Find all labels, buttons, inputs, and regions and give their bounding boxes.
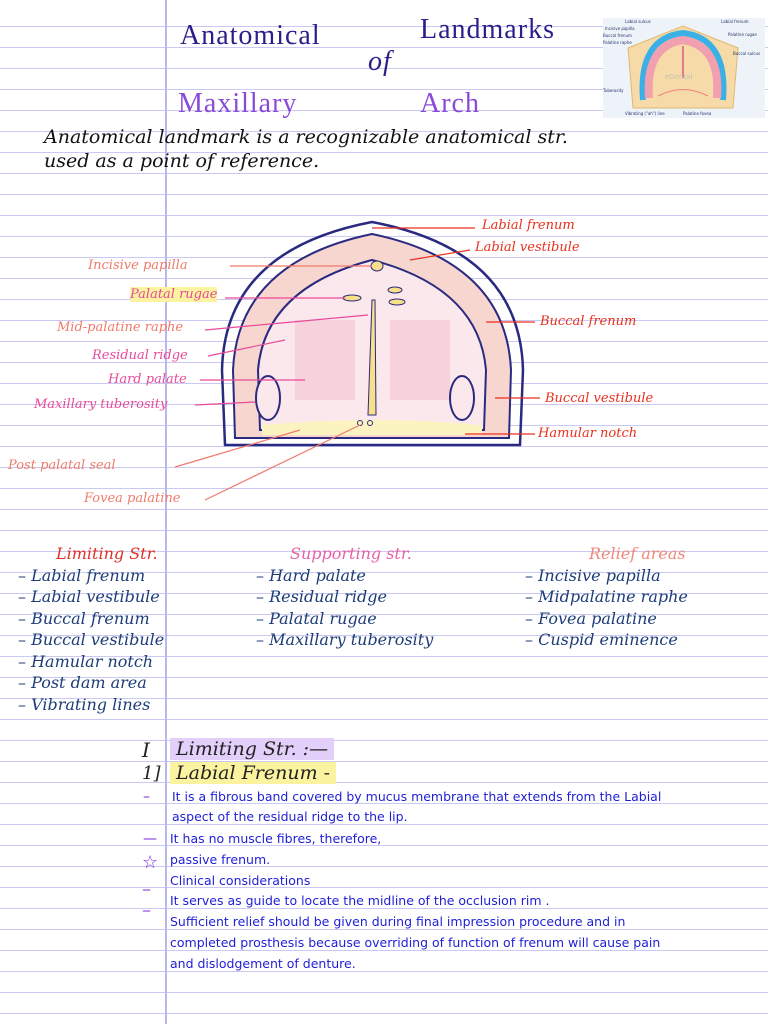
list-item: – Labial frenum	[18, 565, 146, 585]
label-maxillary-tuberosity: Maxillary tuberosity	[34, 397, 168, 412]
label-buccal-frenum: Buccal frenum	[540, 314, 637, 329]
note-line: aspect of the residual ridge to the lip.	[172, 809, 408, 824]
bullet-dash: _	[143, 875, 150, 891]
note-line: It is a fibrous band covered by mucus me…	[172, 789, 662, 804]
bullet-dash: —	[143, 831, 157, 847]
thumb-label: Labial sulcus	[625, 19, 651, 24]
subsection-number: 1]	[142, 763, 161, 784]
label-palatal-rugae: Palatal rugae	[130, 287, 218, 302]
notebook-margin-line	[165, 0, 167, 1024]
note-line: It serves as guide to locate the midline…	[170, 893, 550, 908]
label-fovea-palatine: Fovea palatine	[84, 491, 181, 506]
note-line: Clinical considerations	[170, 873, 311, 888]
maxillary-arch-diagram	[174, 220, 540, 501]
note-line: Sufficient relief should be given during…	[170, 914, 626, 929]
label-labial-vestibule: Labial vestibule	[475, 240, 580, 255]
thumb-label: Buccal frenum	[603, 33, 632, 38]
list-item: – Palatal rugae	[256, 608, 377, 628]
star-icon: ☆	[142, 852, 159, 873]
label-post-palatal-seal: Post palatal seal	[8, 458, 116, 473]
list-item: – Residual ridge	[256, 587, 387, 606]
label-hard-palate: Hard palate	[108, 372, 187, 387]
title-maxillary: Maxillary	[178, 88, 298, 119]
list-item: – Hard palate	[256, 565, 366, 585]
bullet-dash: –	[143, 789, 150, 805]
title-landmarks: Landmarks	[420, 14, 555, 45]
thumb-label: Vibrating ("ah") line	[625, 111, 665, 116]
list-item: – Fovea palatine	[525, 608, 657, 628]
supporting-structures-column: Supporting str. – Hard palate – Residual…	[256, 543, 433, 651]
list-item: – Cuspid eminence	[525, 630, 678, 649]
title-anatomical: Anatomical	[180, 20, 321, 51]
section-heading: Limiting Str. :—	[170, 738, 335, 760]
column-heading: Relief areas	[589, 544, 686, 563]
list-item: – Maxillary tuberosity	[256, 630, 434, 649]
thumb-label: Tuberosity	[603, 88, 624, 93]
subsection-heading: Labial Frenum -	[170, 762, 337, 784]
list-item: – Vibrating lines	[18, 694, 151, 714]
list-item: – Incisive papilla	[525, 565, 661, 585]
list-item: – Post dam area	[18, 673, 147, 692]
definition-line-1: Anatomical landmark is a recognizable an…	[44, 126, 568, 148]
bullet-dash: _	[143, 896, 150, 912]
reference-thumbnail-image: Labial sulcus Incisive papilla Buccal fr…	[603, 18, 765, 118]
list-item: – Hamular notch	[18, 651, 154, 671]
column-heading: Limiting Str.	[56, 544, 158, 563]
label-residual-ridge: Residual ridge	[92, 348, 188, 363]
label-incisive-papilla: Incisive papilla	[88, 258, 188, 273]
thumb-label: Palatine fovea	[683, 111, 712, 116]
note-line: It has no muscle fibres, therefore,	[170, 831, 382, 846]
note-line: completed prosthesis because overriding …	[170, 935, 661, 950]
column-heading: Supporting str.	[290, 544, 412, 563]
section-numeral: I	[142, 738, 150, 762]
relief-areas-column: Relief areas – Incisive papilla – Midpal…	[525, 543, 688, 651]
title-arch: Arch	[420, 88, 480, 119]
limiting-structures-column: Limiting Str. – Labial frenum – Labial v…	[18, 543, 164, 715]
thumb-label: Buccal sulcus	[733, 51, 761, 56]
list-item: – Buccal vestibule	[18, 630, 165, 649]
label-labial-frenum: Labial frenum	[482, 218, 575, 233]
note-line: and dislodgement of denture.	[170, 956, 356, 971]
thumb-label: Incisive papilla	[605, 26, 635, 31]
label-buccal-vestibule: Buccal vestibule	[545, 391, 654, 406]
list-item: – Buccal frenum	[18, 608, 150, 628]
definition-line-2: used as a point of reference.	[44, 150, 320, 172]
title-of: of	[368, 46, 392, 77]
thumb-watermark: eDental	[665, 73, 693, 81]
thumb-label: Labial frenum	[721, 19, 749, 24]
list-item: – Labial vestibule	[18, 587, 160, 606]
note-line: passive frenum.	[170, 852, 271, 867]
thumb-label: Palatine rugae	[728, 32, 757, 37]
label-mid-palatine-raphe: Mid-palatine raphe	[57, 320, 184, 335]
list-item: – Midpalatine raphe	[525, 587, 688, 606]
thumb-label: Palatine raphe	[603, 40, 632, 45]
label-hamular-notch: Hamular notch	[538, 426, 638, 441]
